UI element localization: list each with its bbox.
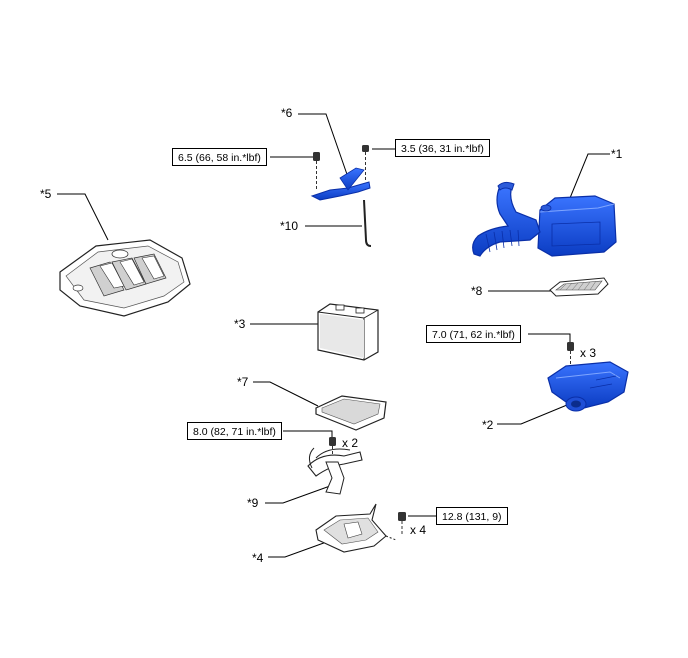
battery-part [317, 303, 379, 361]
callout-10: *10 [280, 219, 299, 233]
battery-clamp-part [310, 145, 372, 247]
carrier-bolt-icon [398, 512, 406, 521]
callout-2: *2 [482, 418, 494, 432]
engine-cover-part [59, 239, 191, 317]
callout-6: *6 [281, 106, 293, 120]
torque-spec-box: 8.0 (82, 71 in.*lbf) [187, 422, 282, 440]
leader-lines [57, 113, 610, 558]
battery-tray-part [315, 395, 387, 431]
callout-1: *1 [611, 147, 623, 161]
battery-carrier-part [315, 503, 406, 553]
quantity-label: x 4 [410, 523, 427, 537]
case-bolt-icon [567, 342, 574, 351]
air-cleaner-case-part [547, 342, 629, 412]
quantity-label: x 2 [342, 436, 359, 450]
torque-spec-box: 6.5 (66, 58 in.*lbf) [172, 148, 267, 166]
torque-spec-box: 12.8 (131, 9) [436, 507, 508, 525]
quantity-label: x 3 [580, 346, 597, 360]
bracket-bolt-icon [329, 437, 336, 446]
torque-spec-box: 3.5 (36, 31 in.*lbf) [395, 139, 490, 157]
callout-5: *5 [40, 187, 52, 201]
callout-3: *3 [234, 317, 246, 331]
callout-8: *8 [471, 284, 483, 298]
callout-4: *4 [252, 551, 264, 565]
clamp-nut-icon [362, 145, 369, 152]
air-cleaner-assembly-part [472, 181, 617, 257]
callout-7: *7 [237, 375, 249, 389]
callout-9: *9 [247, 496, 259, 510]
torque-spec-box: 7.0 (71, 62 in.*lbf) [426, 325, 521, 343]
battery-bracket-part [307, 437, 363, 495]
clamp-bolt-icon [313, 152, 320, 161]
air-filter-element-part [549, 277, 609, 297]
